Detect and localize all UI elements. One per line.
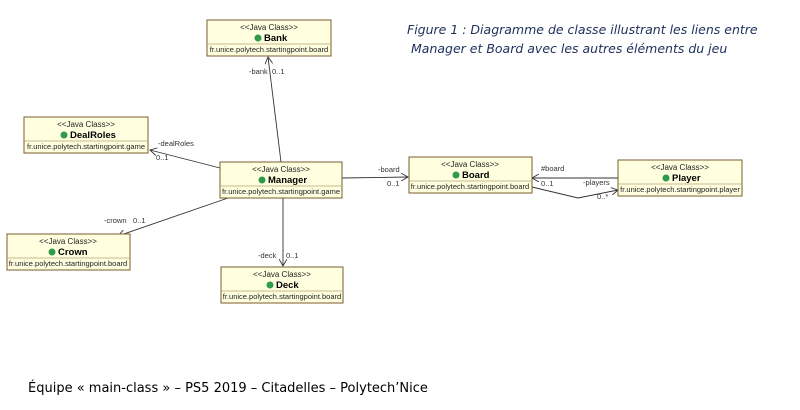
class-icon (258, 176, 266, 184)
package-label: fr.unice.polytech.startingpoint.board (9, 259, 127, 268)
class-manager[interactable]: <<Java Class>> Manager fr.unice.polytech… (219, 161, 343, 199)
class-crown[interactable]: <<Java Class>> Crown fr.unice.polytech.s… (6, 233, 131, 271)
stereotype-label: <<Java Class>> (651, 163, 709, 172)
class-name: Board (462, 170, 490, 181)
class-icon (254, 34, 262, 42)
role-crown: -crown (104, 216, 127, 225)
caption-line-2: Manager et Board avec les autres élément… (411, 41, 728, 56)
package-label: fr.unice.polytech.startingpoint.game (222, 187, 340, 196)
package-label: fr.unice.polytech.startingpoint.board (210, 45, 328, 54)
class-icon (60, 131, 68, 139)
class-name: Deck (276, 280, 299, 291)
class-name: Bank (264, 33, 288, 44)
class-name: Manager (268, 175, 307, 186)
class-deck[interactable]: <<Java Class>> Deck fr.unice.polytech.st… (220, 266, 344, 304)
class-icon (266, 281, 274, 289)
class-name: DealRoles (70, 130, 116, 141)
role-board: -board (378, 165, 400, 174)
mult-board: 0..1 (387, 179, 400, 188)
mult-boardback: 0..1 (541, 179, 554, 188)
stereotype-label: <<Java Class>> (57, 120, 115, 129)
class-player[interactable]: <<Java Class>> Player fr.unice.polytech.… (617, 159, 743, 197)
mult-players: 0..* (597, 192, 608, 201)
class-icon (662, 174, 670, 182)
caption-line-1: Figure 1 : Diagramme de classe illustran… (407, 22, 758, 37)
stereotype-label: <<Java Class>> (441, 160, 499, 169)
class-bank[interactable]: <<Java Class>> Bank fr.unice.polytech.st… (206, 19, 332, 57)
role-dealroles: -dealRoles (158, 139, 194, 148)
assoc-board-players (531, 186, 618, 199)
mult-deck: 0..1 (286, 251, 299, 260)
class-board[interactable]: <<Java Class>> Board fr.unice.polytech.s… (408, 156, 533, 194)
role-bank: -bank (249, 67, 268, 76)
package-label: fr.unice.polytech.startingpoint.game (27, 142, 145, 151)
stereotype-label: <<Java Class>> (253, 270, 311, 279)
assoc-manager-crown (118, 197, 229, 236)
role-boardback: #board (541, 164, 564, 173)
assoc-manager-bank (268, 57, 282, 163)
mult-dealroles: 0..1 (156, 153, 169, 162)
role-deck: -deck (258, 251, 277, 260)
mult-crown: 0..1 (133, 216, 146, 225)
class-icon (48, 248, 56, 256)
package-label: fr.unice.polytech.startingpoint.board (411, 182, 529, 191)
class-name: Player (672, 173, 701, 184)
stereotype-label: <<Java Class>> (39, 237, 97, 246)
class-icon (452, 171, 460, 179)
assoc-manager-dealroles (150, 150, 221, 169)
role-players: -players (583, 178, 610, 187)
package-label: fr.unice.polytech.startingpoint.player (620, 185, 740, 194)
footer-text: Équipe « main-class » – PS5 2019 – Citad… (28, 381, 428, 396)
mult-bank: 0..1 (272, 67, 285, 76)
assoc-manager-board (341, 177, 408, 178)
stereotype-label: <<Java Class>> (252, 165, 310, 174)
package-label: fr.unice.polytech.startingpoint.board (223, 292, 341, 301)
class-name: Crown (58, 247, 88, 258)
stereotype-label: <<Java Class>> (240, 23, 298, 32)
class-dealroles[interactable]: <<Java Class>> DealRoles fr.unice.polyte… (23, 116, 149, 154)
figure-caption: Figure 1 : Diagramme de classe illustran… (407, 20, 797, 58)
